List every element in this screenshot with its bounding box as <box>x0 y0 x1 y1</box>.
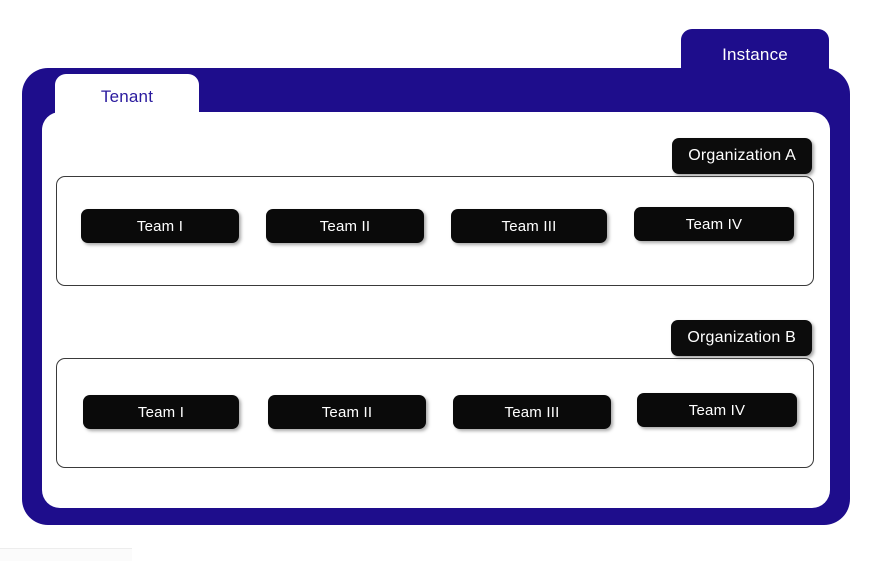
instance-tab-label: Instance <box>722 45 788 64</box>
organization-b-label[interactable]: Organization B <box>671 320 812 356</box>
tenant-tab[interactable]: Tenant <box>55 74 199 119</box>
team-row-a: Team I Team II Team III Team IV <box>57 177 813 285</box>
team-chip[interactable]: Team IV <box>634 207 794 241</box>
team-label: Team III <box>501 217 557 235</box>
instance-tab[interactable]: Instance <box>681 29 829 81</box>
organization-a-label[interactable]: Organization A <box>672 138 812 174</box>
team-chip[interactable]: Team II <box>268 395 426 429</box>
team-label: Team IV <box>688 401 746 419</box>
organization-a-label-text: Organization A <box>688 147 796 164</box>
team-label: Team IV <box>685 215 743 233</box>
team-chip[interactable]: Team III <box>451 209 607 243</box>
team-label: Team I <box>136 217 184 235</box>
team-label: Team III <box>504 403 560 421</box>
team-chip[interactable]: Team II <box>266 209 424 243</box>
organization-a-container: Team I Team II Team III Team IV <box>56 176 814 286</box>
team-chip[interactable]: Team IV <box>637 393 797 427</box>
bottom-edge-artifact <box>0 548 132 561</box>
team-label: Team II <box>321 403 373 421</box>
team-chip[interactable]: Team III <box>453 395 611 429</box>
team-chip[interactable]: Team I <box>81 209 239 243</box>
team-row-b: Team I Team II Team III Team IV <box>57 359 813 467</box>
organization-b-container: Team I Team II Team III Team IV <box>56 358 814 468</box>
team-label: Team II <box>319 217 371 235</box>
team-chip[interactable]: Team I <box>83 395 239 429</box>
organization-b-label-text: Organization B <box>687 329 796 346</box>
team-label: Team I <box>137 403 185 421</box>
tenant-tab-label: Tenant <box>100 86 154 106</box>
